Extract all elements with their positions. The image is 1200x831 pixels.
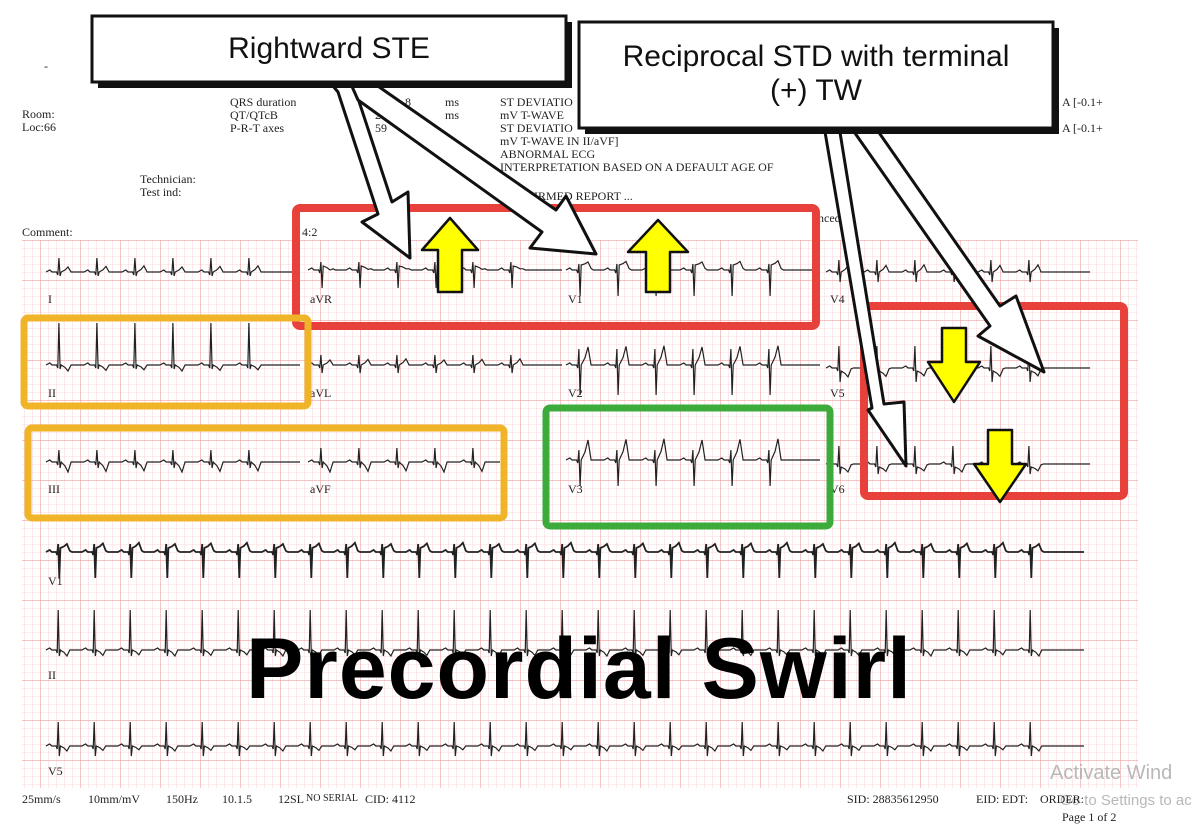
measure-units: ms ms <box>445 96 459 122</box>
trace-lead-ii <box>45 322 300 373</box>
header-dash: - <box>44 59 48 73</box>
qrs-duration-label: QRS duration <box>230 95 297 109</box>
measure-labels: QRS duration QT/QTcB P-R-T axes <box>230 96 296 135</box>
trace-lead-avl <box>307 354 562 374</box>
main-title: Precordial Swirl <box>246 621 913 717</box>
lead-label-avl: aVL <box>310 386 332 400</box>
down-arrow-v6 <box>972 428 1028 504</box>
lead-ii-box <box>20 314 312 410</box>
footer-filter: 150Hz <box>166 792 198 806</box>
footer-serial: NO SERIAL <box>306 793 358 804</box>
lead-label-v5: V5 <box>830 386 845 400</box>
lead-label-avf: aVF <box>310 482 331 496</box>
axis-value: 59 <box>375 121 387 135</box>
qrs-value-2: 8 <box>405 95 411 109</box>
right-snippet-2: A [-0.1+ <box>1062 121 1103 135</box>
room-label: Room: <box>22 107 55 121</box>
footer-page: Page 1 of 2 <box>1062 810 1117 824</box>
trace-lead-v1 <box>565 259 820 297</box>
footer-edt: EDT: <box>1002 792 1029 806</box>
interp-line-6: INTERPRETATION BASED ON A DEFAULT AGE OF <box>500 160 774 174</box>
interp-line-4: mV T-WAVE IN II/aVF] <box>500 134 619 148</box>
lead-label-v2: V2 <box>568 386 583 400</box>
right-snippet-1: A [-0.1+ <box>1062 95 1103 109</box>
trace-lead-v4 <box>825 259 1090 283</box>
technician-label: Technician: <box>140 172 196 186</box>
trace-lead-v3 <box>565 438 820 487</box>
lead-label-v4: V4 <box>830 292 845 306</box>
callout-box-reciprocal <box>577 20 1055 130</box>
loc-label: Loc:66 <box>22 120 56 134</box>
lead-label-iii: III <box>48 482 60 496</box>
trace-lead-i <box>45 257 300 277</box>
trace-lead-avf <box>307 447 500 474</box>
lead-label-v6: V6 <box>830 482 845 496</box>
test-ind-label: Test ind: <box>140 185 182 199</box>
lead-v3-box <box>542 404 834 530</box>
callout-reciprocal-text: Reciprocal STD with terminal (+) TW <box>622 40 1010 107</box>
footer-sid: SID: 28835612950 <box>847 792 939 806</box>
footer-gain: 10mm/mV <box>88 792 141 806</box>
trace-rhythm-v1 <box>45 541 1084 579</box>
footer-device: 12SL <box>278 792 305 806</box>
pointer-arrow-v5 <box>838 112 1046 374</box>
rhythm-label-v5: V5 <box>48 764 63 778</box>
footer-version: 10.1.5 <box>222 792 252 806</box>
trace-rhythm-v5 <box>45 721 1084 757</box>
trace-rhythm-ii <box>45 609 1084 658</box>
callout-box-rightward <box>90 14 568 84</box>
watermark-line-2: Go to Settings to ac <box>1060 792 1192 809</box>
interp-line-5: ABNORMAL ECG <box>500 147 596 161</box>
pointer-arrow-v1 <box>348 80 598 256</box>
misc-label-1: 4:2 <box>302 225 318 239</box>
footer-cid: CID: 4112 <box>365 792 416 806</box>
rhythm-label-v1: V1 <box>48 574 63 588</box>
comment-label: Comment: <box>22 225 73 239</box>
up-arrow-v1 <box>626 218 690 294</box>
trace-lead-avr <box>307 261 562 289</box>
lead-label-i: I <box>48 292 52 306</box>
interp-line-3: ST DEVIATIO <box>500 121 573 135</box>
qt-label: QT/QTcB <box>230 108 278 122</box>
misc-label-2: nced <box>818 211 841 225</box>
pointer-arrow-v6 <box>810 118 908 468</box>
lead-iii-avf-box <box>24 424 508 522</box>
rhythm-label-ii: II <box>48 668 56 682</box>
callout-rightward-text: Rightward STE <box>228 32 430 65</box>
unit-2: ms <box>445 108 460 122</box>
trace-lead-v2 <box>565 345 820 396</box>
footer-order: ORDER: <box>1040 792 1085 806</box>
lead-label-v3: V3 <box>568 482 583 496</box>
watermark-line-1: Activate Wind <box>1050 762 1173 784</box>
lead-label-v1: V1 <box>568 292 583 306</box>
trace-lead-iii <box>45 449 300 474</box>
interp-line-2: mV T-WAVE <box>500 108 564 122</box>
footer-eid: EID: <box>976 792 1000 806</box>
pointer-arrow-avr <box>326 78 412 260</box>
lead-label-avr: aVR <box>310 292 332 306</box>
axes-label: P-R-T axes <box>230 121 285 135</box>
up-arrow-avr <box>420 216 480 294</box>
interpretation: ST DEVIATIO mV T-WAVE ST DEVIATIO mV T-W… <box>500 96 774 174</box>
down-arrow-v5 <box>926 326 982 404</box>
footer-speed: 25mm/s <box>22 792 61 806</box>
interp-line-1: ST DEVIATIO <box>500 95 573 109</box>
lead-label-ii: II <box>48 386 56 400</box>
unit-1: ms <box>445 95 460 109</box>
